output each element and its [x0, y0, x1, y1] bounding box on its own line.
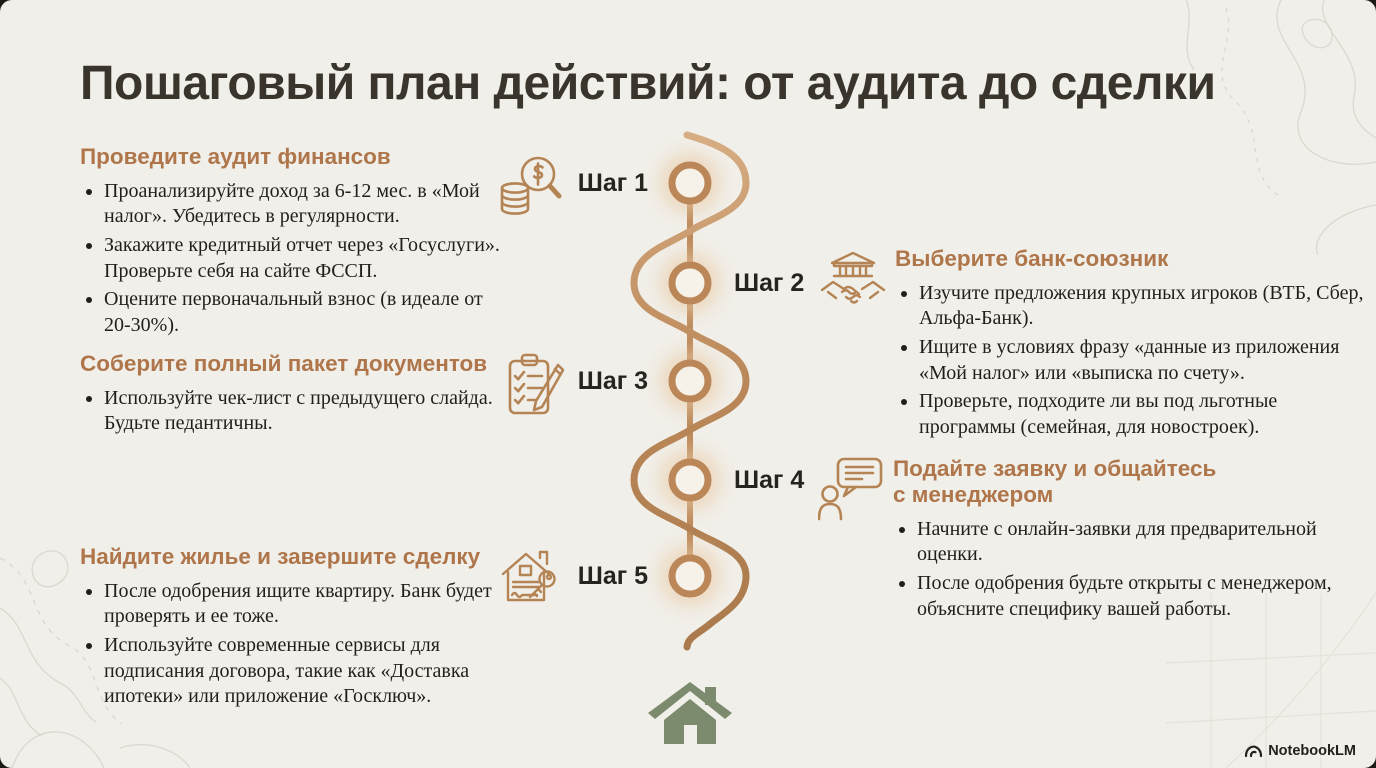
contour-decoration-top-right: [1185, 0, 1376, 255]
coins-magnifier-icon: [500, 156, 562, 215]
section-audit-finances: Проведите аудит финансов Проанализируйте…: [80, 144, 505, 341]
step-label-4: Шаг 4: [734, 466, 805, 494]
timeline-path: [630, 131, 750, 651]
bullet-list: Проанализируйте доход за 6-12 мес. в «Мо…: [80, 179, 505, 339]
step-label-1: Шаг 1: [577, 169, 648, 197]
bullet-item: Изучите предложения крупных игроков (ВТБ…: [919, 281, 1365, 332]
step-3-circle: [668, 359, 712, 403]
bullet-item: Оцените первоначальный взнос (в идеале о…: [104, 287, 505, 338]
bullet-item: Закажите кредитный отчет через «Госуслуг…: [104, 233, 505, 284]
notebooklm-logo-icon: [1245, 745, 1263, 758]
section-heading: Найдите жилье и завершите сделку: [80, 544, 481, 569]
house-key-icon: [501, 550, 556, 602]
clipboard-checklist-icon: [508, 353, 565, 415]
bullet-item: Проверьте, подходите ли вы под льготные …: [919, 389, 1365, 440]
timeline-wave: [630, 131, 750, 651]
step-5-circle: [668, 554, 712, 598]
bullet-item: Проанализируйте доход за 6-12 мес. в «Мо…: [104, 179, 505, 230]
bullet-list: Используйте чек-лист с предыдущего слайд…: [80, 386, 505, 437]
bullet-item: После одобрения ищите квартиру. Банк буд…: [104, 579, 505, 630]
bullet-item: Начните с онлайн-заявки для предваритель…: [917, 517, 1363, 568]
section-find-home-close-deal: Найдите жилье и завершите сделку После о…: [80, 544, 505, 713]
person-chat-icon: [818, 457, 883, 521]
brand-label: NotebookLM: [1268, 743, 1356, 759]
bullet-list: Изучите предложения крупных игроков (ВТБ…: [895, 281, 1365, 441]
step-4-circle: [668, 458, 712, 502]
section-heading: Подайте заявку и общайтесь с менеджером: [893, 456, 1217, 507]
step-1-circle: [668, 161, 712, 205]
step-circles: [668, 161, 712, 598]
step-label-2: Шаг 2: [734, 269, 805, 297]
bullet-item: Используйте современные сервисы для подп…: [104, 633, 505, 710]
bullet-list: Начните с онлайн-заявки для предваритель…: [893, 517, 1363, 622]
house-icon: [648, 682, 732, 744]
bullet-item: Ищите в условиях фразу «данные из прилож…: [919, 335, 1365, 386]
bank-handshake-icon: [820, 251, 886, 304]
bullet-item: После одобрения будьте открыты с менедже…: [917, 571, 1363, 622]
section-heading: Соберите полный пакет документов: [80, 351, 488, 376]
notebooklm-watermark: NotebookLM: [1244, 743, 1356, 759]
section-submit-application: Подайте заявку и общайтесь с менеджером …: [893, 456, 1363, 625]
bullet-list: После одобрения ищите квартиру. Банк буд…: [80, 579, 505, 710]
section-heading: Выберите банк-союзник: [895, 246, 1169, 271]
page-title: Пошаговый план действий: от аудита до сд…: [80, 57, 1216, 110]
step-label-5: Шаг 5: [577, 562, 648, 590]
bullet-item: Используйте чек-лист с предыдущего слайд…: [104, 386, 505, 437]
section-heading: Проведите аудит финансов: [80, 144, 391, 169]
section-collect-documents: Соберите полный пакет документов Использ…: [80, 351, 505, 440]
step-label-3: Шаг 3: [577, 367, 648, 395]
section-choose-bank: Выберите банк-союзник Изучите предложени…: [895, 246, 1365, 443]
step-2-circle: [668, 261, 712, 305]
